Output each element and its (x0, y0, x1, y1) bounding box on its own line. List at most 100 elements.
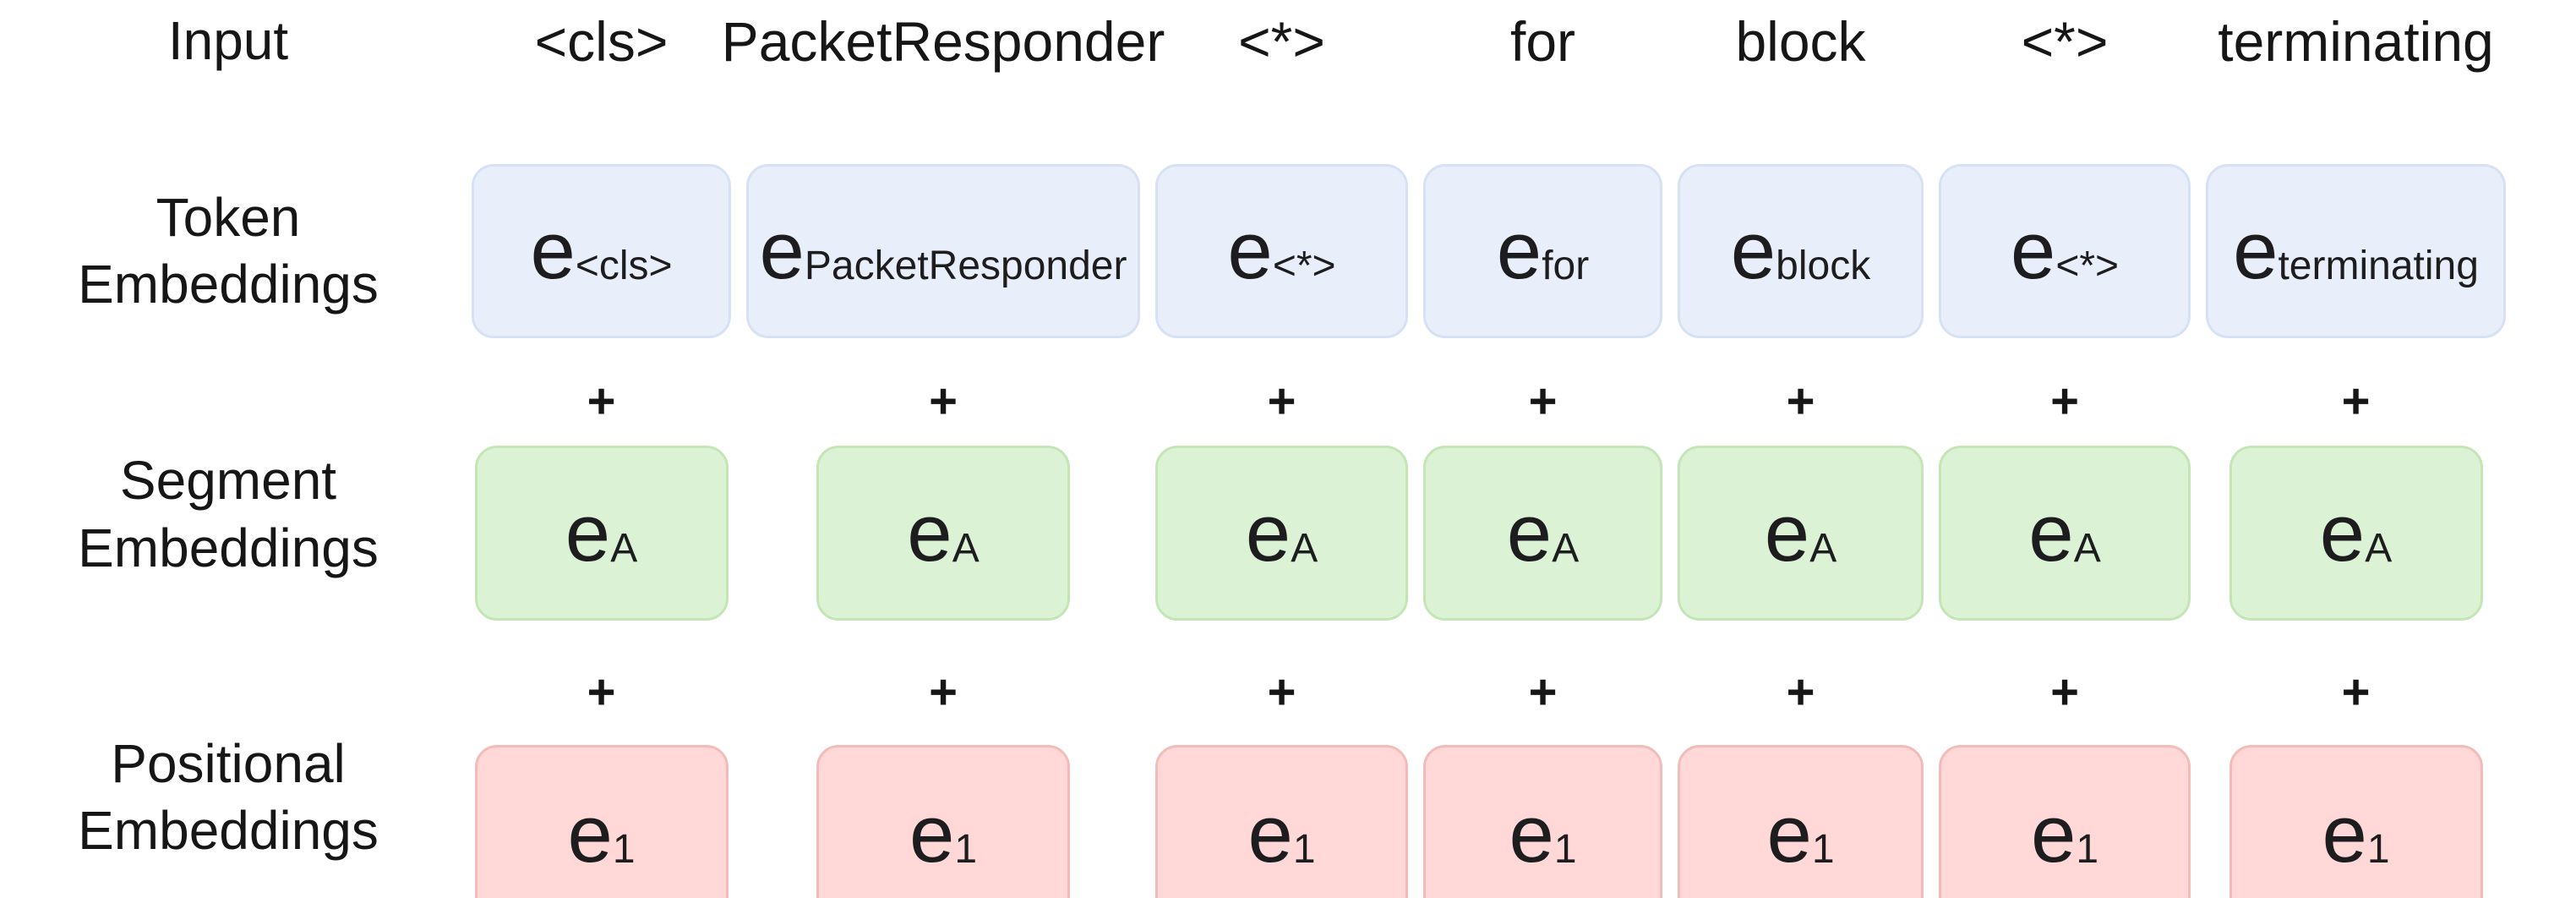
input-token: PacketResponder (722, 0, 1165, 83)
embedding-symbol: e (530, 205, 576, 296)
spacer (0, 602, 456, 708)
embedding-symbol: e (1766, 789, 1812, 879)
plus-sign-text: + (929, 374, 958, 429)
segment-embeddings-label: Segment Embeddings (0, 427, 456, 602)
token-subscript: for (1542, 244, 1590, 289)
spacer (1155, 83, 1408, 164)
embedding-symbol: e (1730, 205, 1776, 296)
plus-sign-text: + (1267, 665, 1296, 720)
plus-sign: + (472, 338, 731, 446)
plus-sign-text: + (1786, 665, 1815, 720)
embedding-symbol: e (565, 487, 611, 578)
plus-sign-text: + (2050, 374, 2079, 429)
plus-sign-text: + (2341, 374, 2371, 429)
input-label-text: Input (167, 10, 289, 72)
positional-subscript: 1 (954, 827, 978, 873)
spacer (1423, 83, 1662, 164)
token-embedding-box: e<*> (1155, 164, 1408, 338)
plus-sign: + (2206, 621, 2506, 745)
spacer (746, 83, 1140, 164)
token-subscript: <*> (1272, 244, 1336, 289)
token-embedding-box: e<cls> (472, 164, 731, 338)
plus-sign-text: + (587, 374, 616, 429)
embedding-symbol: e (1227, 205, 1273, 296)
positional-subscript: 1 (612, 827, 636, 873)
positional-subscript: 1 (1553, 827, 1577, 873)
positional-embeddings-label: Positional Embeddings (0, 708, 456, 887)
token-subscript: <*> (2055, 244, 2120, 289)
input-token-text: PacketResponder (721, 10, 1165, 73)
embedding-symbol: e (1509, 789, 1554, 879)
spacer (472, 83, 731, 164)
input-token-text: <*> (1238, 10, 1325, 73)
token-label-line1: Token (156, 186, 301, 248)
input-token-text: block (1735, 10, 1866, 73)
plus-sign-text: + (1528, 374, 1558, 429)
plus-sign-text: + (929, 665, 958, 720)
token-embedding-cell: e<cls> (472, 164, 731, 338)
embedding-symbol: e (759, 205, 805, 296)
input-token-text: for (1509, 10, 1576, 73)
positional-label-line1: Positional (111, 732, 346, 794)
token-embeddings-label: Token Embeddings (0, 164, 456, 338)
plus-sign-text: + (2050, 665, 2079, 720)
segment-subscript: A (1809, 525, 1837, 571)
plus-sign: + (2206, 338, 2506, 446)
segment-subscript: A (610, 525, 638, 571)
plus-sign-text: + (2341, 665, 2371, 720)
embedding-symbol: e (2030, 789, 2077, 879)
input-token: <*> (1155, 0, 1408, 83)
embedding-symbol: e (2322, 789, 2367, 879)
plus-sign: + (1678, 338, 1924, 446)
embedding-symbol: e (1245, 487, 1291, 578)
plus-sign: + (1155, 621, 1408, 745)
plus-sign: + (1939, 621, 2191, 745)
input-token: terminating (2206, 0, 2506, 83)
plus-sign: + (1423, 338, 1662, 446)
plus-sign-text: + (1267, 374, 1296, 429)
embedding-symbol: e (567, 789, 613, 879)
token-embedding-cell: e<*> (1939, 164, 2191, 338)
positional-subscript: 1 (2076, 827, 2099, 873)
token-label-line2: Embeddings (78, 254, 379, 315)
token-subscript: PacketResponder (804, 244, 1127, 289)
plus-sign: + (1155, 338, 1408, 446)
embedding-symbol: e (2319, 487, 2366, 578)
token-subscript: block (1776, 244, 1871, 289)
token-subscript: terminating (2278, 244, 2479, 289)
segment-subscript: A (1291, 525, 1318, 571)
input-token: for (1423, 0, 1662, 83)
plus-sign-text: + (587, 665, 616, 720)
